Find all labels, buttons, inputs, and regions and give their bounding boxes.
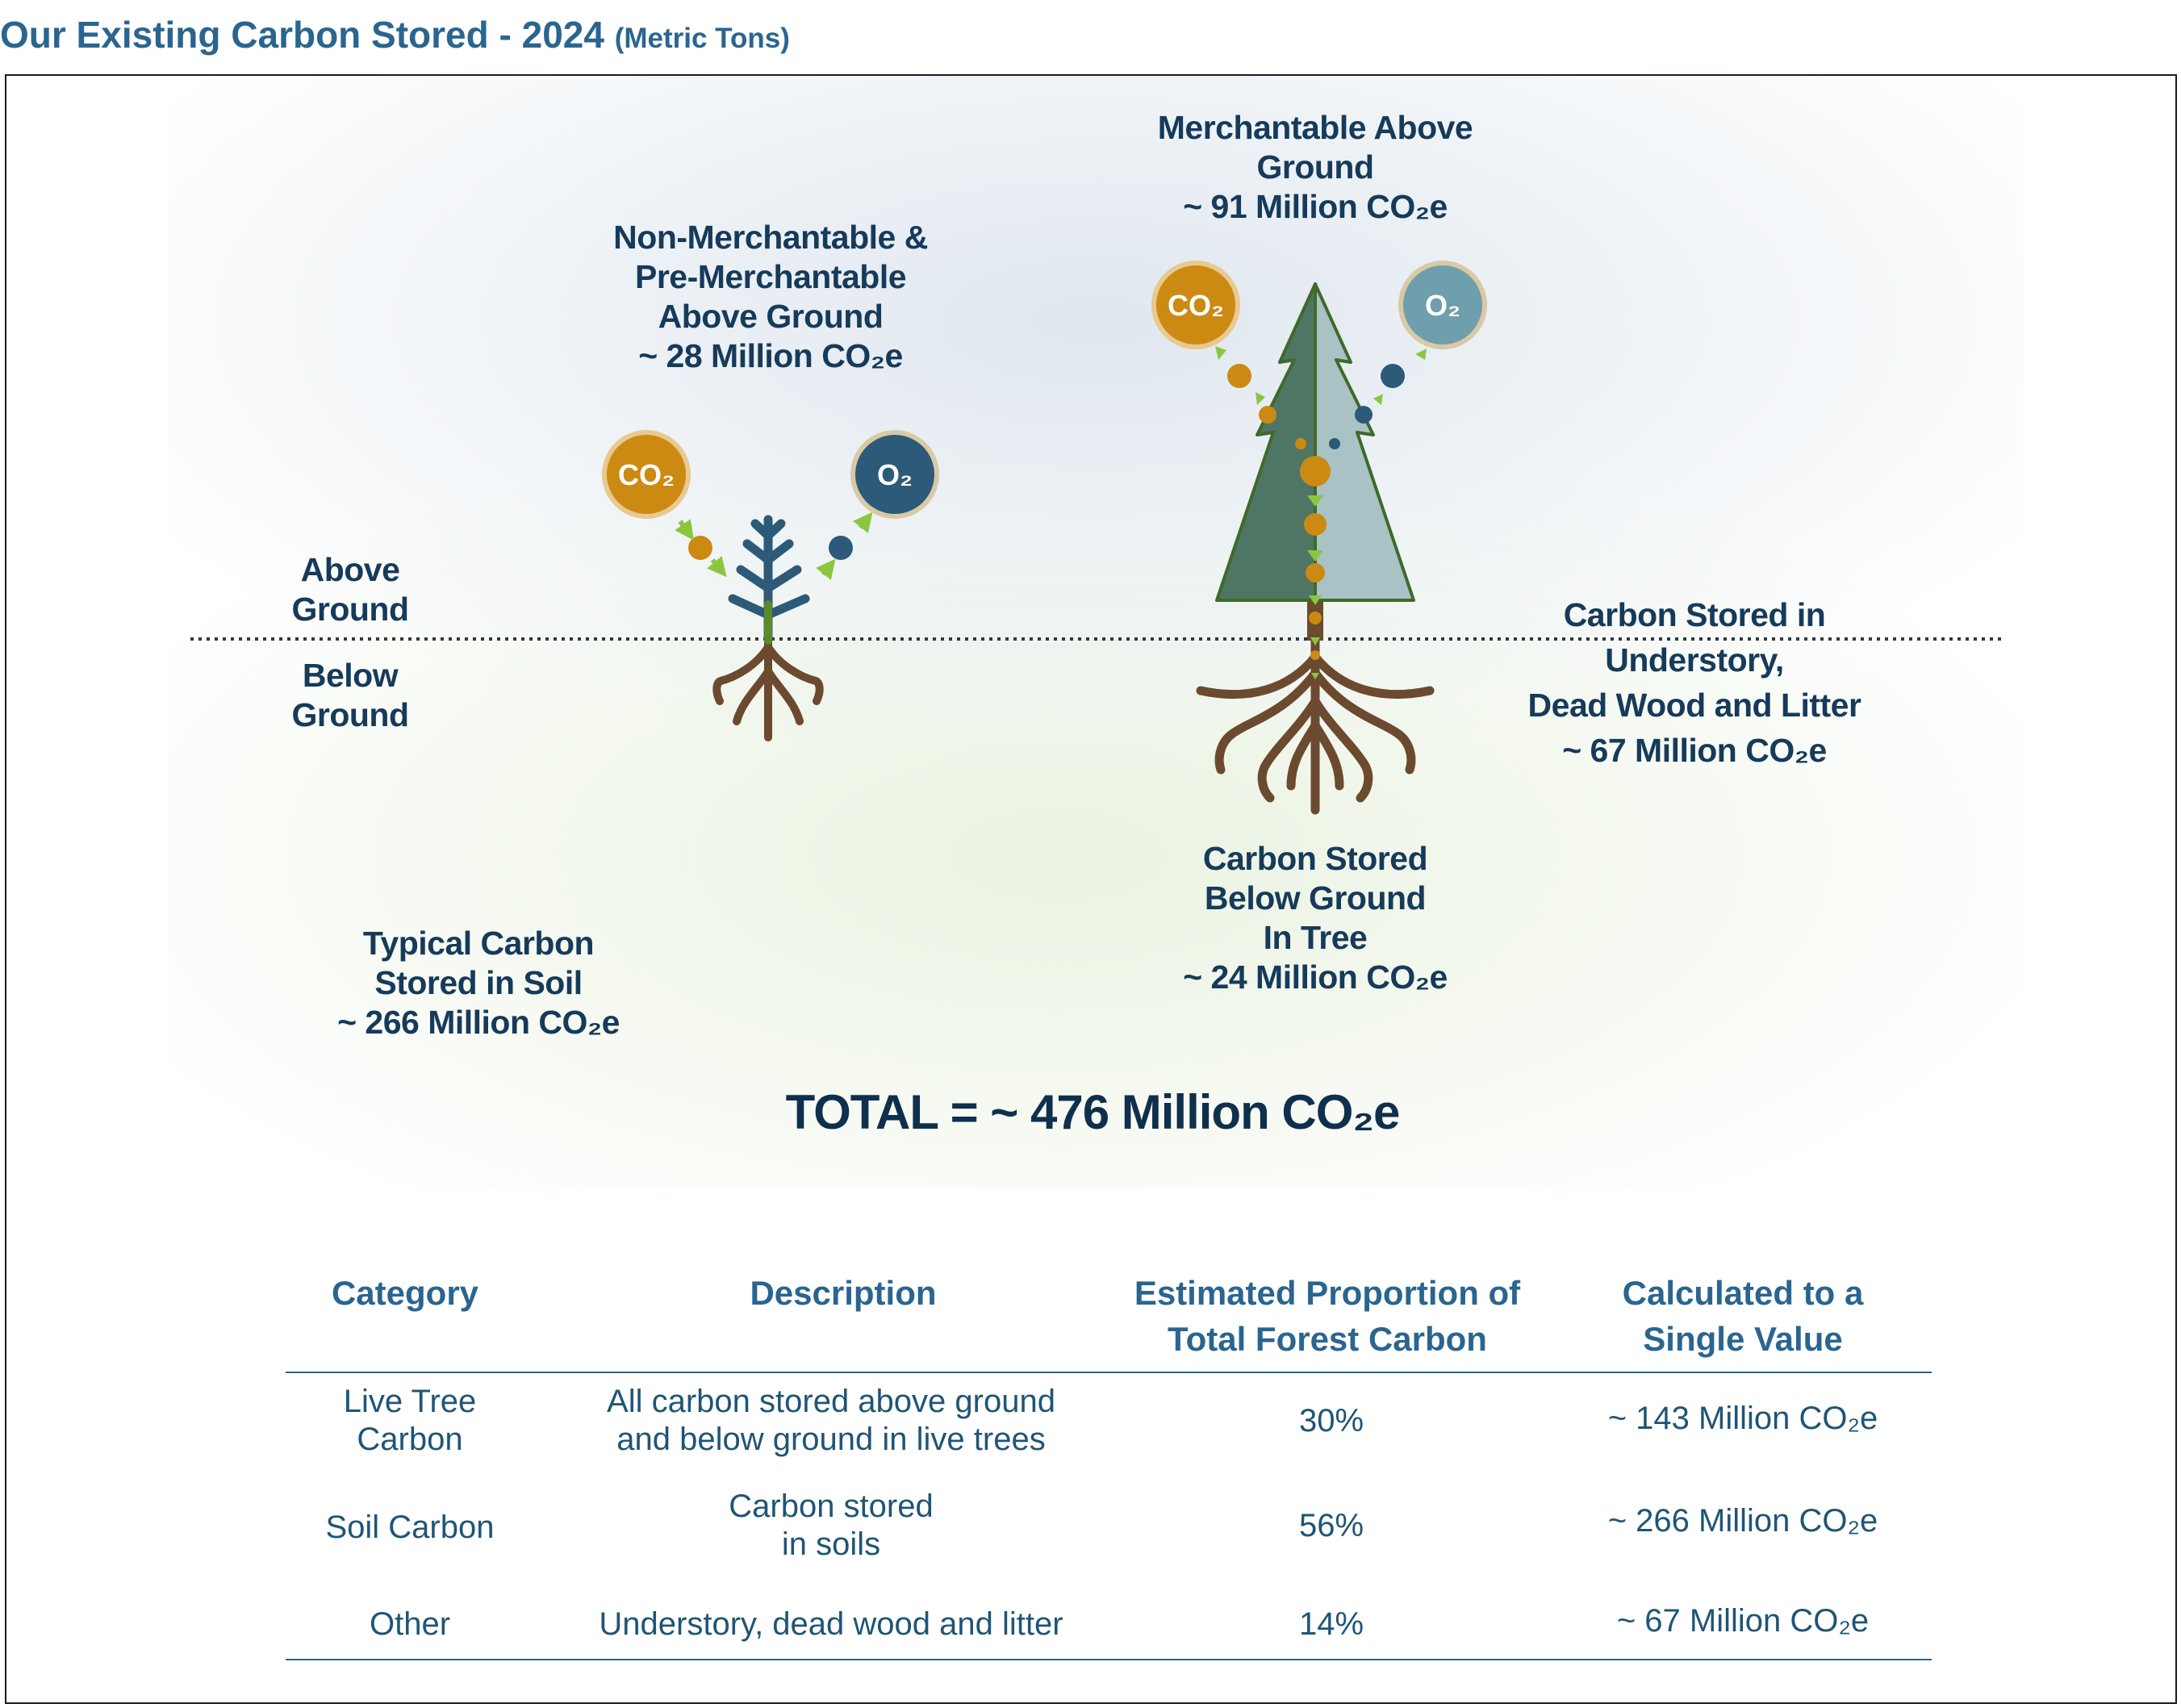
label-non-merchantable: Non-Merchantable & Pre-Merchantable Abov… [613,219,928,374]
bubble-large-co2-text: CO₂ [1168,289,1224,322]
row-live-tree-value: ~ 143 Million CO₂e [1607,1401,1878,1436]
bubble-small-o2-text: O₂ [877,458,913,491]
row-other-description: Understory, dead wood and litter [599,1606,1063,1642]
tree-right-half [1314,282,1415,602]
diagram-frame: CO₂ O₂ CO₂ O₂ Merchantable Above Ground … [5,74,2177,1704]
label-above-ground: Above Ground [291,551,409,628]
row-other-value: ~ 67 Million CO₂e [1616,1603,1870,1639]
row-live-tree-category: Live Tree Carbon [343,1384,477,1457]
forest-carbon-illustration: CO₂ O₂ CO₂ O₂ [190,261,2003,815]
title-main: Our Existing Carbon Stored - 2024 [0,14,604,56]
row-live-tree-proportion: 30% [1298,1403,1364,1439]
bubble-small-o2: O₂ [850,430,939,519]
row-soil-description: Carbon stored in soils [729,1489,934,1562]
seedling-gas-exchange [675,512,873,580]
total-carbon: TOTAL = ~ 476 Million CO₂e [785,1085,1401,1139]
row-soil-category: Soil Carbon [325,1510,495,1545]
large-tree [1196,282,1435,815]
bubble-small-co2-text: CO₂ [618,458,675,491]
bubble-large-co2: CO₂ [1151,261,1240,349]
background-glow [168,76,2024,1189]
label-below-tree: Carbon Stored Below Ground In Tree ~ 24 … [1183,840,1448,996]
row-other-category: Other [369,1606,451,1642]
seedling [712,515,824,741]
o2-dot [829,536,853,560]
header-proportion: Estimated Proportion of Total Forest Car… [1134,1274,1521,1358]
header-category: Category [331,1274,479,1312]
title-unit: (Metric Tons) [614,23,790,54]
row-other-proportion: 14% [1298,1606,1364,1642]
tree-gas-column [1300,456,1331,679]
label-merchantable: Merchantable Above Ground ~ 91 Million C… [1157,109,1473,225]
tree-side-dots [1215,346,1427,449]
header-description: Description [750,1274,937,1312]
bubble-large-o2-text: O₂ [1425,289,1460,322]
co2-dot [688,536,712,560]
bubble-large-o2: O₂ [1398,261,1487,349]
bubble-small-co2: CO₂ [602,430,691,519]
page-title: Our Existing Carbon Stored - 2024 (Metri… [0,6,790,63]
label-understory: Carbon Stored in Understory, Dead Wood a… [1527,596,1861,769]
row-soil-proportion: 56% [1298,1508,1364,1543]
header-value: Calculated to a Single Value [1622,1274,1864,1358]
table-header-rule [286,1372,1932,1373]
label-below-ground: Below Ground [291,657,409,733]
seedling-roots [712,628,824,741]
tree-left-half [1215,282,1317,602]
row-soil-value: ~ 266 Million CO₂e [1607,1503,1878,1539]
seedling-stem [728,515,810,644]
row-live-tree-description: All carbon stored above ground and below… [607,1384,1055,1457]
table-bottom-rule [286,1659,1932,1660]
label-soil: Typical Carbon Stored in Soil ~ 266 Mill… [337,925,620,1041]
